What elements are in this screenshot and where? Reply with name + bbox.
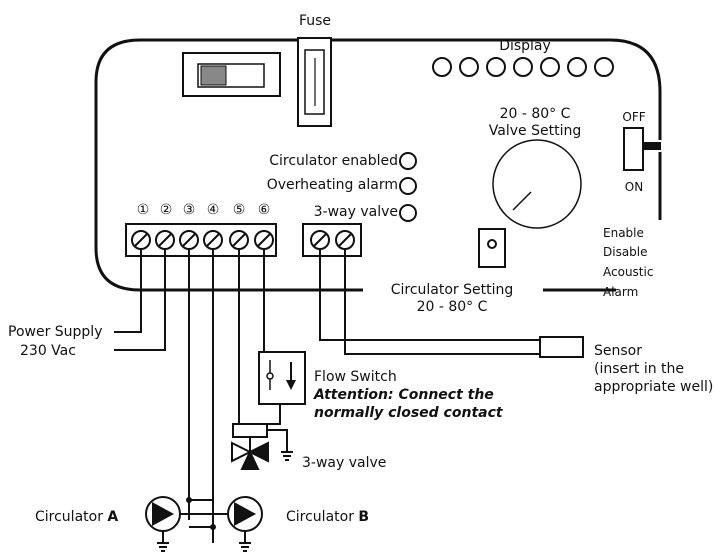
alarm-label: Alarm — [603, 285, 638, 299]
on-label: ON — [625, 180, 643, 194]
power-switch — [623, 127, 644, 171]
display-digit — [432, 57, 452, 77]
display-digit — [567, 57, 587, 77]
terminal-block-main — [125, 223, 277, 257]
circulator-setting-trimmer — [478, 228, 506, 268]
power-supply-label: Power Supply — [8, 324, 103, 340]
wire-junction — [186, 497, 192, 503]
sensor-note-line1: (insert in the — [594, 361, 684, 377]
fuse-label: Fuse — [299, 13, 331, 29]
overheating-alarm-label: Overheating alarm — [267, 177, 398, 193]
display-digit — [513, 57, 533, 77]
terminal-numbers: ① ② ③ ④ ⑤ ⑥ — [137, 202, 271, 218]
disable-label: Disable — [603, 245, 648, 259]
three-way-valve — [231, 423, 293, 470]
power-voltage-label: 230 Vac — [20, 343, 76, 359]
display-digit — [459, 57, 479, 77]
display-digit — [594, 57, 614, 77]
terminal-block-sensor — [302, 223, 362, 257]
circulator-a-label: Circulator A — [35, 509, 118, 525]
circulator-wires — [188, 249, 281, 543]
enable-label: Enable — [603, 226, 644, 240]
power-switch-lever — [643, 142, 661, 150]
sensor-note-line2: appropriate well) — [594, 379, 713, 395]
display-label: Display — [499, 38, 551, 54]
flow-switch — [258, 351, 306, 405]
circulator-setting-label: Circulator Setting — [391, 282, 514, 298]
control-unit-housing — [94, 38, 662, 248]
terminal-number: ⑥ — [258, 202, 271, 218]
circulator-enabled-label: Circulator enabled — [269, 153, 398, 169]
circulator-a-prefix: Circulator — [35, 509, 107, 525]
power-supply-wires — [114, 249, 166, 351]
terminal-number: ③ — [183, 202, 196, 218]
slide-switch — [182, 52, 281, 97]
circulator-setting-range: 20 - 80° C — [417, 299, 488, 315]
sensor-probe — [539, 336, 584, 358]
circulator-b-label: Circulator B — [286, 509, 369, 525]
acoustic-label: Acoustic — [603, 265, 653, 279]
attention-line2: normally closed contact — [314, 405, 504, 421]
circulator-a-pump — [145, 496, 181, 552]
display-leds — [432, 57, 614, 77]
terminal-number: ② — [160, 202, 173, 218]
terminal-number: ⑤ — [233, 202, 246, 218]
valve-setting-range: 20 - 80° C — [500, 106, 571, 122]
terminal-number: ④ — [207, 202, 220, 218]
pump-interconnect — [180, 499, 228, 528]
fuse-holder — [297, 37, 332, 127]
display-digit — [486, 57, 506, 77]
circulator-a-letter: A — [107, 509, 118, 525]
housing-bottom — [94, 247, 616, 292]
three-way-valve-led — [399, 204, 417, 222]
circulator-enabled-led — [399, 152, 417, 170]
valve-setting-label: Valve Setting — [489, 123, 581, 139]
three-way-valve-label: 3-way valve — [302, 455, 386, 471]
circulator-b-prefix: Circulator — [286, 509, 358, 525]
sensor-label: Sensor — [594, 343, 642, 359]
three-way-valve-led-label: 3-way valve — [314, 204, 398, 220]
overheating-alarm-led — [399, 177, 417, 195]
sensor-wires — [319, 249, 540, 355]
circulator-b-letter: B — [358, 509, 369, 525]
circulator-b-pump — [227, 496, 263, 552]
flow-switch-label: Flow Switch — [314, 369, 397, 385]
wire-junction — [210, 524, 216, 530]
off-label: OFF — [622, 110, 645, 124]
valve-knob-pointer — [512, 191, 532, 211]
attention-line1: Attention: Connect the — [313, 387, 494, 403]
display-digit — [540, 57, 560, 77]
valve-setting-knob — [492, 139, 582, 229]
terminal-number: ① — [137, 202, 150, 218]
